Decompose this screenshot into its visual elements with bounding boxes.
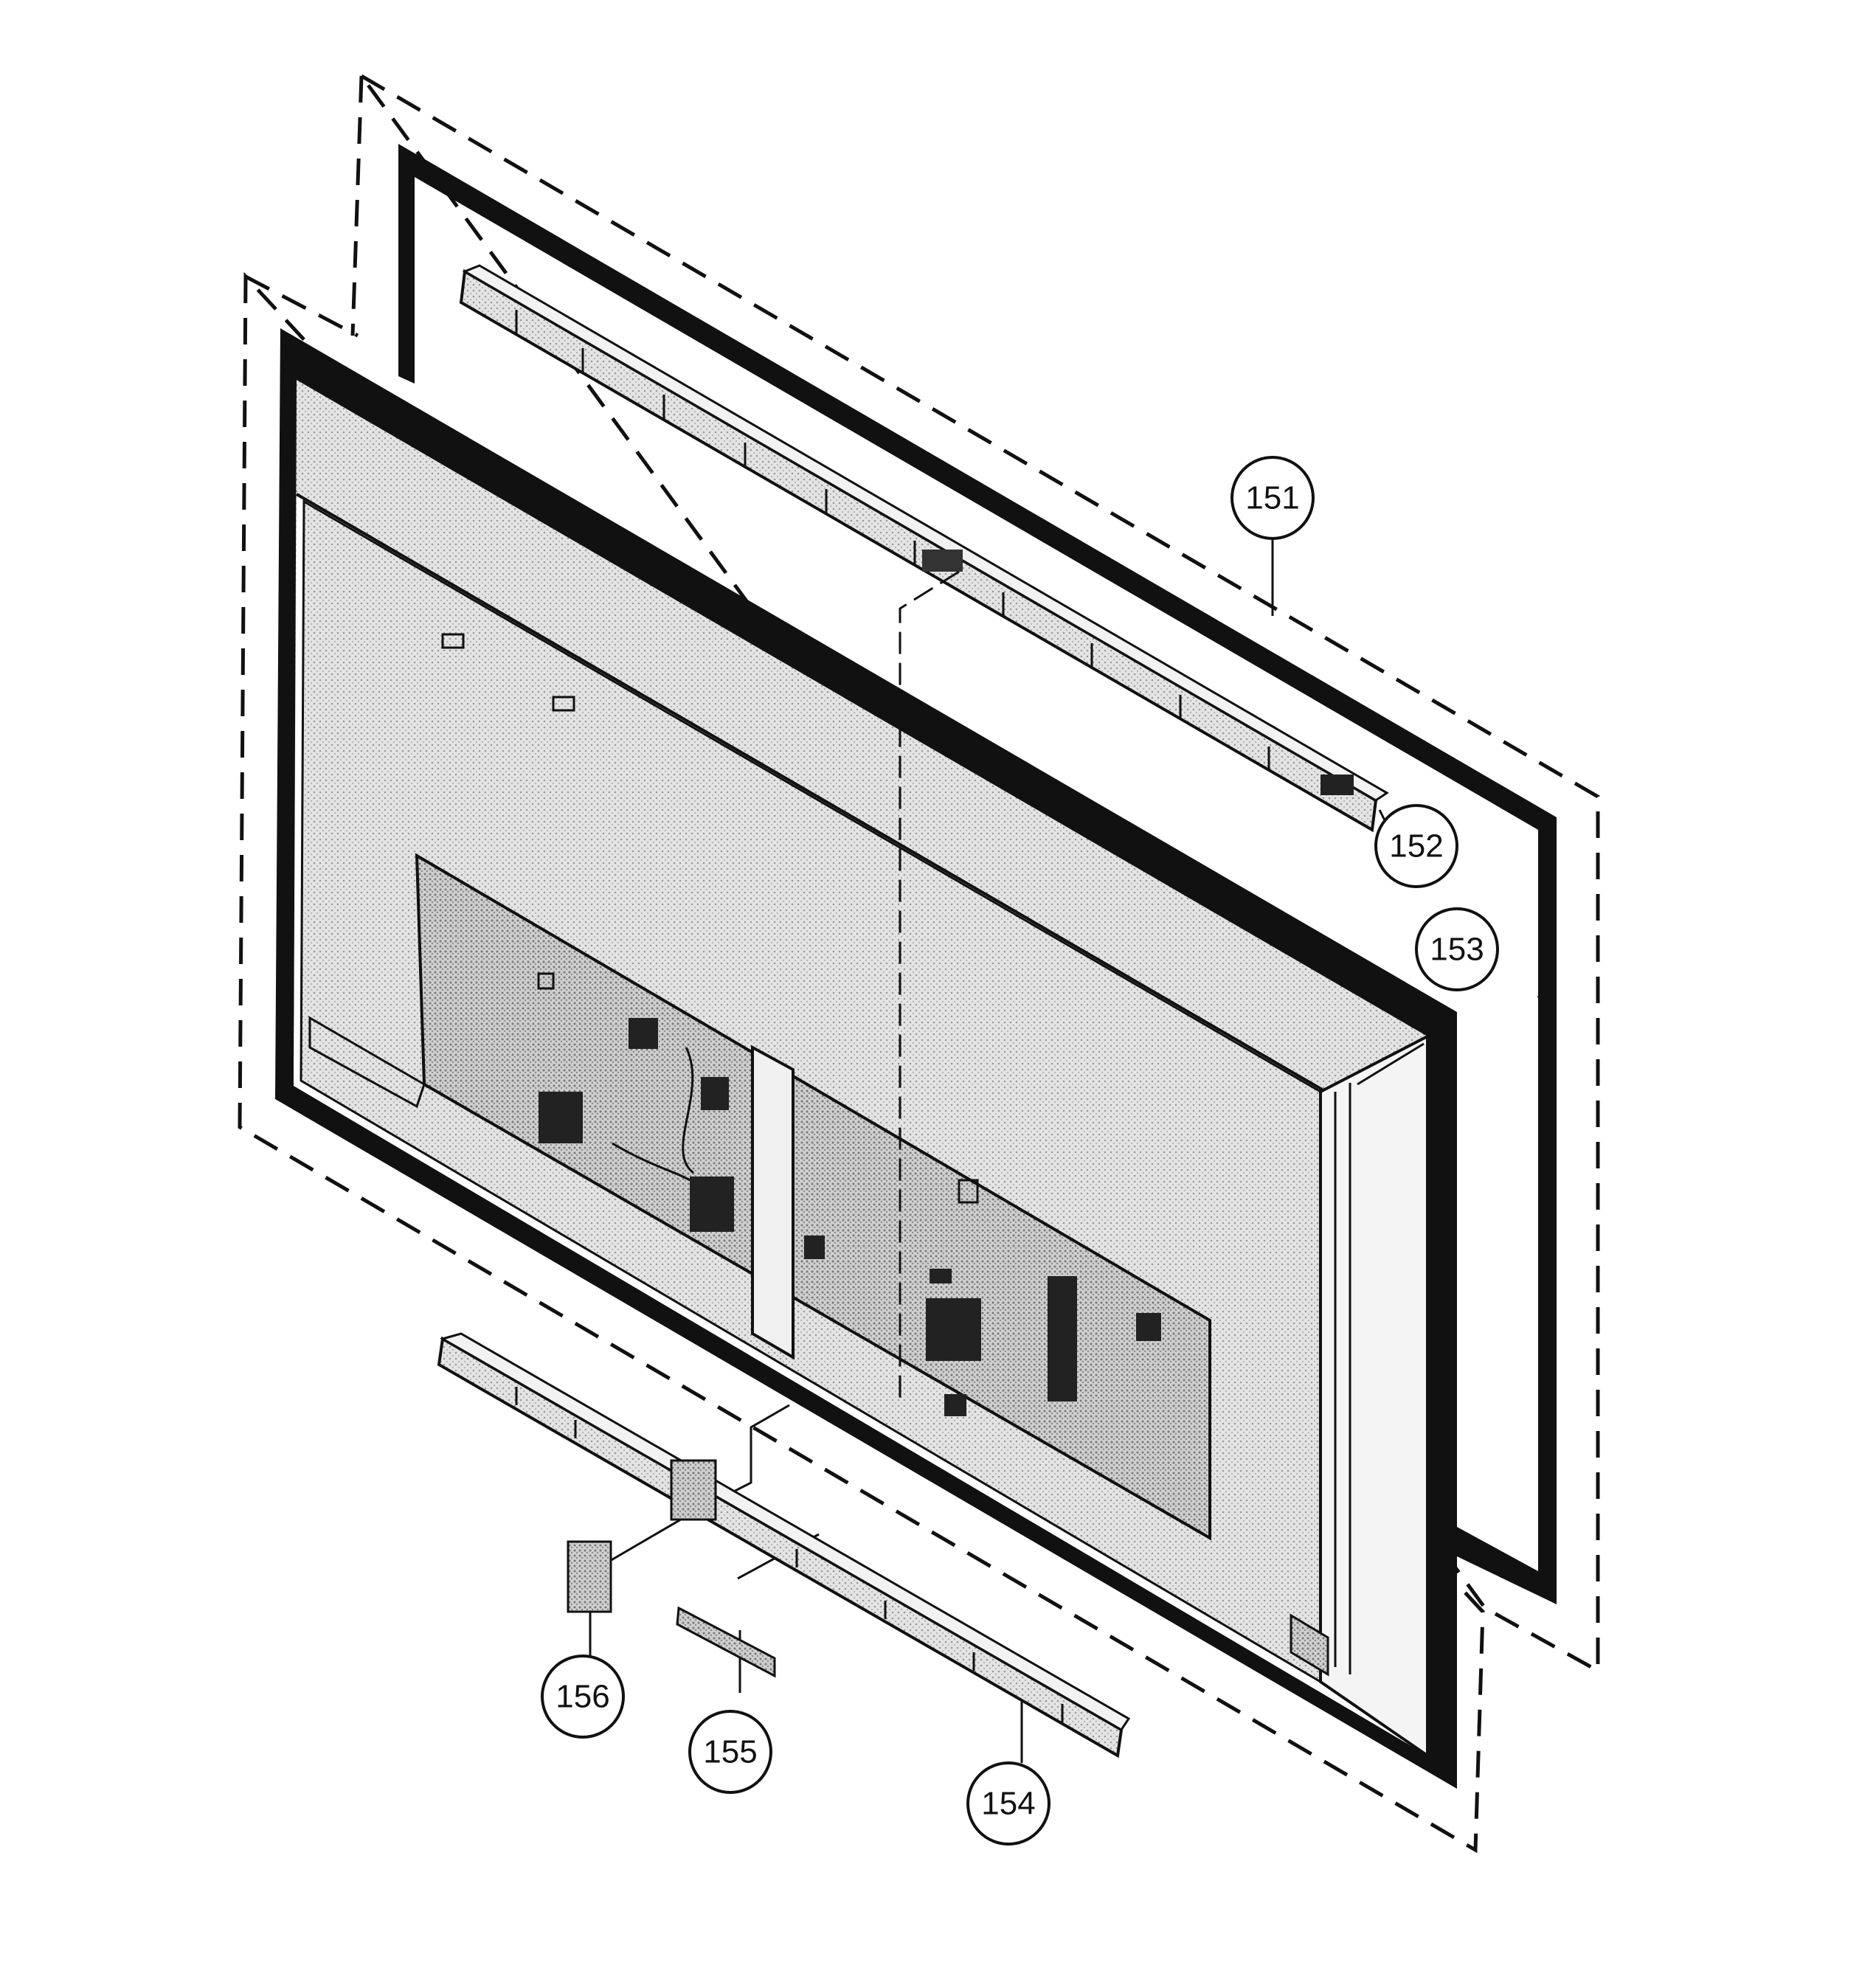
front-panel-dashed-outline: [238, 271, 1485, 1854]
callout-154: 154: [966, 1761, 1051, 1846]
callout-155: 155: [688, 1710, 772, 1794]
callout-152: 152: [1374, 804, 1458, 888]
svg-text:155: 155: [703, 1734, 757, 1770]
callout-151: 151: [1231, 456, 1315, 540]
svg-text:156: 156: [555, 1679, 609, 1715]
main-board-area: [308, 633, 1211, 1541]
bracket-156: [567, 1540, 612, 1613]
svg-text:154: 154: [981, 1786, 1035, 1822]
top-speaker-bar-152: [459, 264, 1389, 833]
front-panel-dashed-top: [244, 274, 359, 338]
bottom-speaker-bar-154: [437, 1332, 1131, 1759]
svg-text:152: 152: [1389, 828, 1443, 865]
svg-text:151: 151: [1245, 480, 1299, 516]
bracket-155: [676, 1606, 776, 1678]
svg-text:153: 153: [1430, 932, 1484, 968]
callout-156: 156: [541, 1655, 625, 1739]
callout-153: 153: [1415, 907, 1499, 991]
assembly-151-dashed-left: [350, 75, 364, 336]
